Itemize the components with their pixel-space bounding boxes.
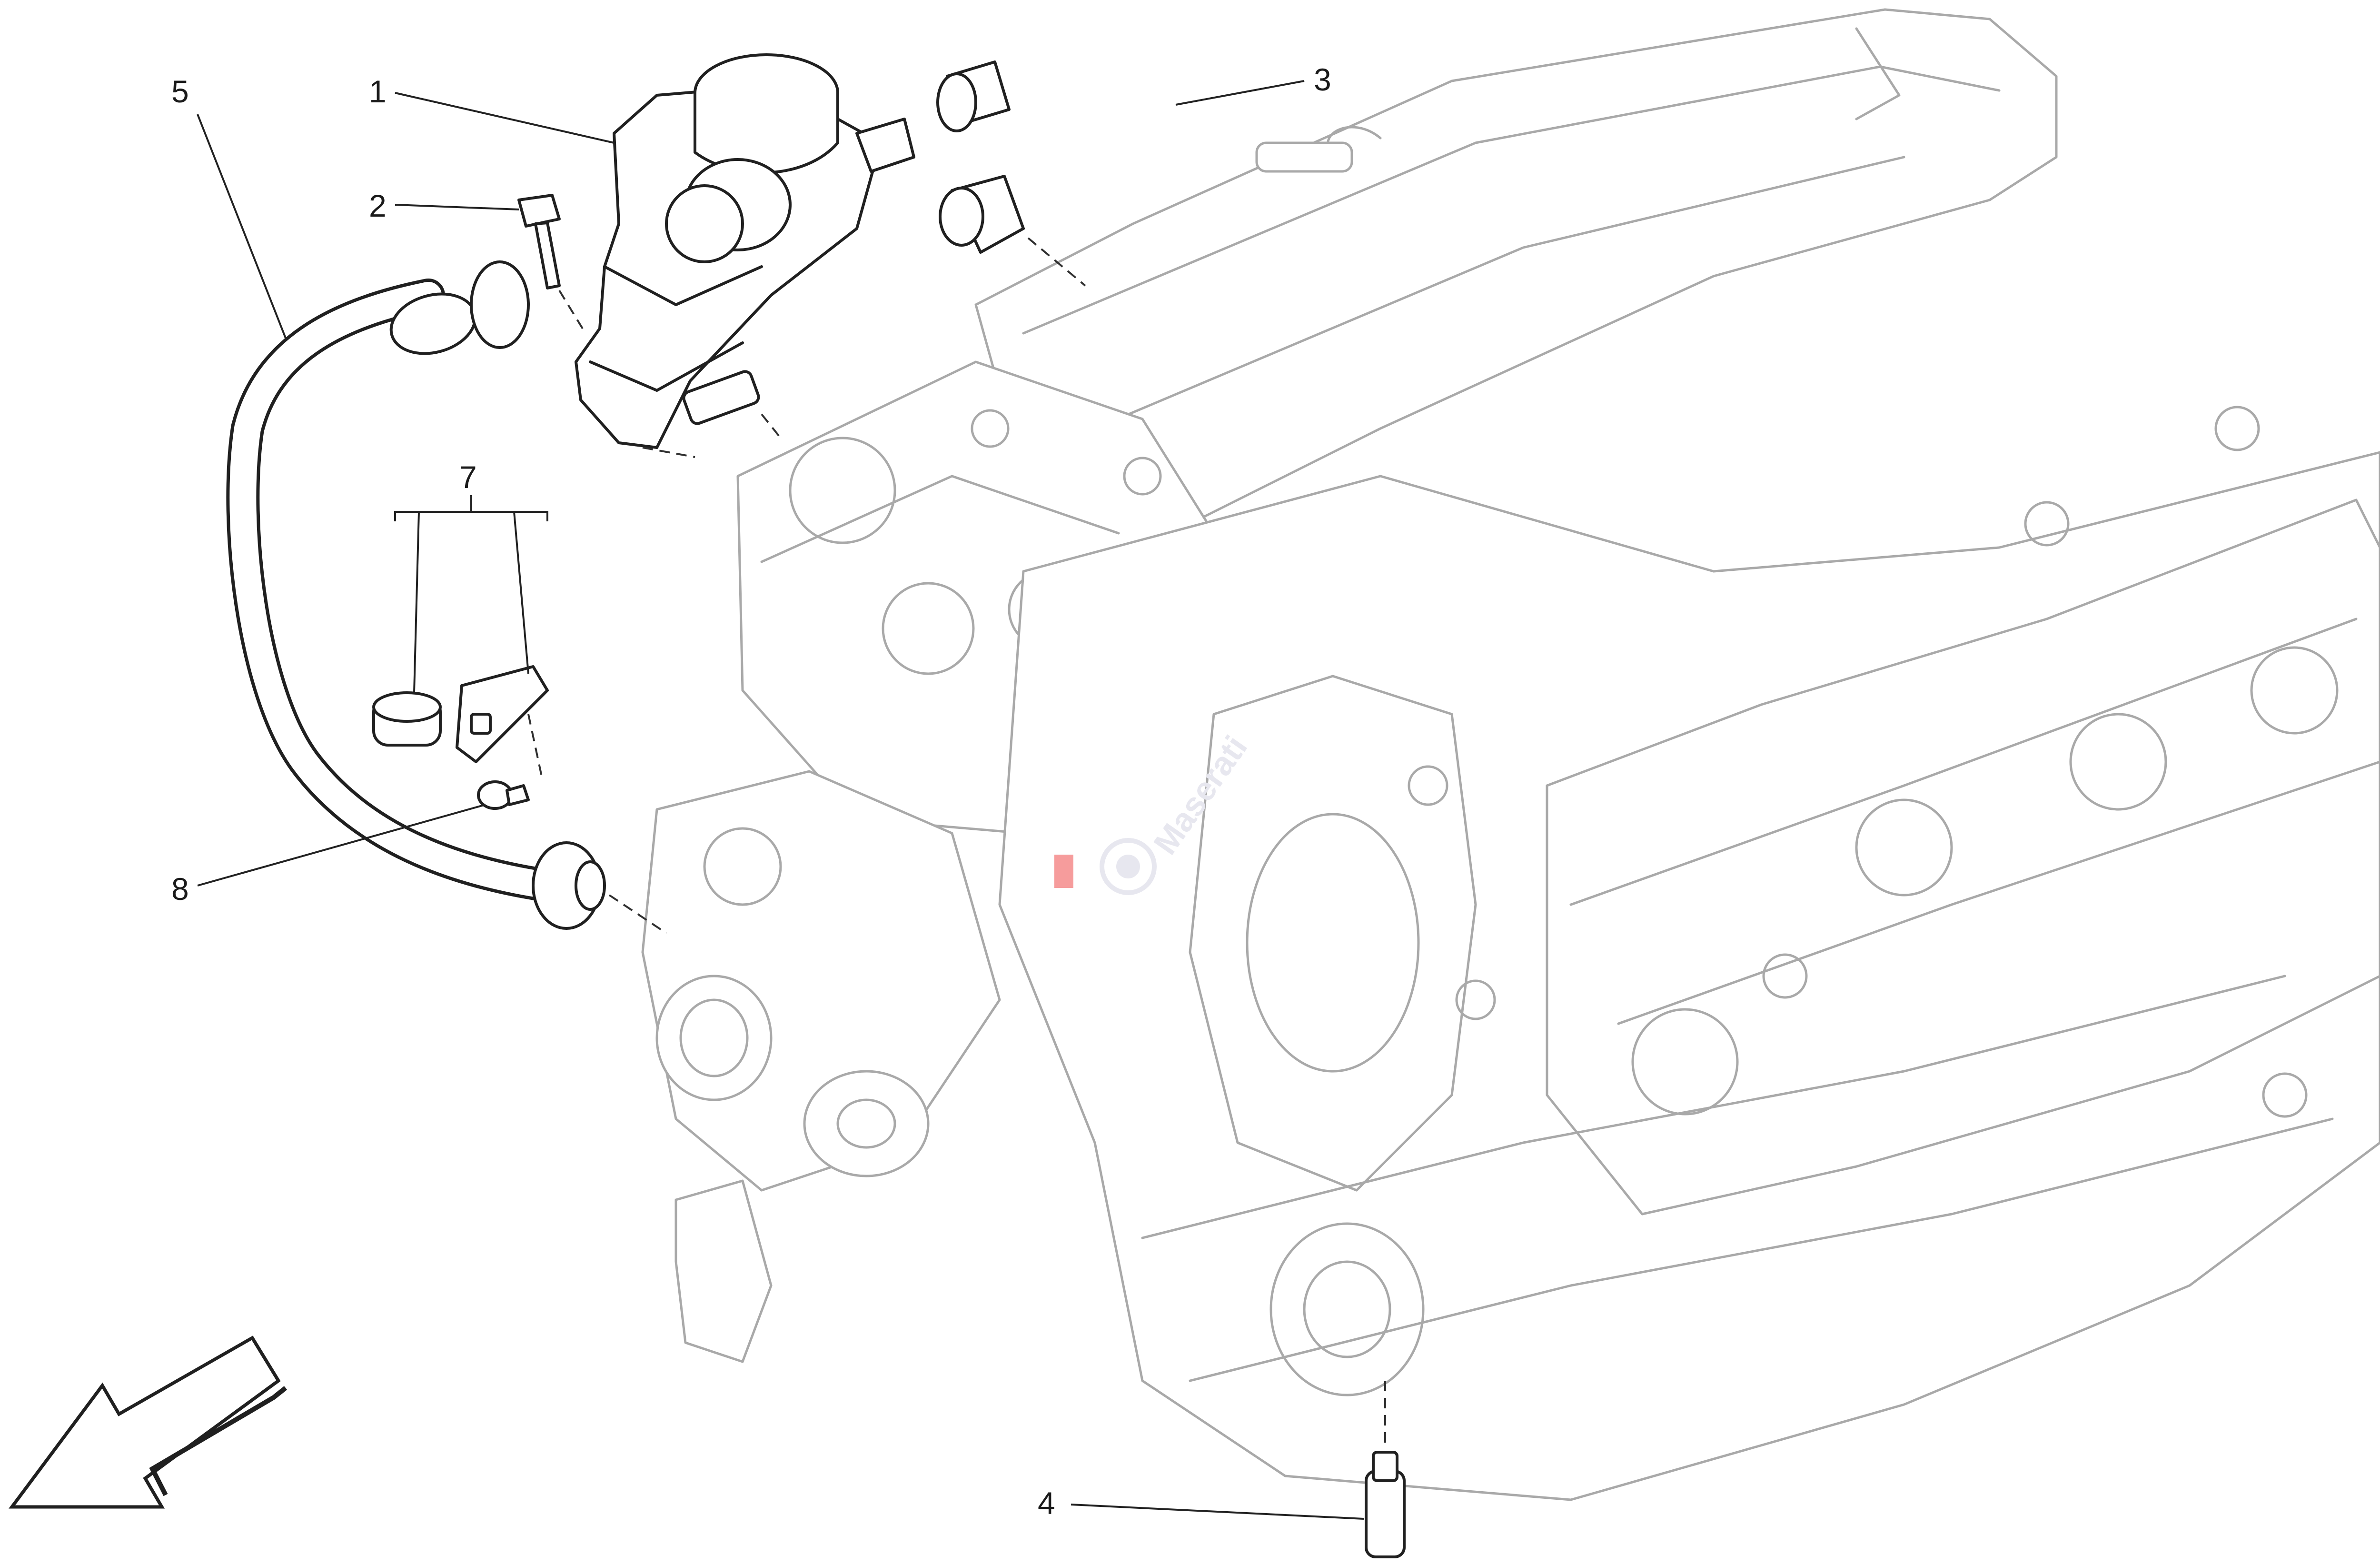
- leader-4: [1071, 1504, 1364, 1520]
- dash-part-1: [642, 447, 695, 458]
- dash-part-7: [527, 714, 544, 781]
- orientation-arrow-icon: [9, 1336, 288, 1509]
- part-3-vent-hose: [936, 60, 1181, 254]
- dash-part-5: [608, 894, 667, 934]
- leader-8: [197, 804, 486, 887]
- engine-block: [641, 8, 2380, 1501]
- callout-labels: 1 2 3 4 5 7 8: [171, 62, 1331, 1521]
- part-4-sensor: [1365, 1451, 1406, 1558]
- callout-1: 1: [369, 74, 387, 109]
- dash-part-1b: [761, 413, 782, 439]
- part-7-clamp-bracket: [372, 665, 549, 763]
- callout-5: 5: [171, 74, 189, 109]
- dash-part-3: [1027, 237, 1086, 287]
- callout-4: 4: [1038, 1485, 1055, 1521]
- leader-5: [197, 114, 287, 339]
- part-5-breather-hose: [226, 260, 606, 930]
- leader-3: [1175, 80, 1305, 106]
- leader-1: [395, 92, 615, 144]
- callout-2: 2: [369, 188, 387, 223]
- watermark-logo-icon: [1100, 838, 1157, 895]
- watermark-accent-mark: [1054, 855, 1073, 888]
- part-8-screw: [477, 780, 530, 810]
- dash-part-2: [558, 289, 586, 334]
- callout-7: 7: [459, 459, 477, 495]
- callout-3: 3: [1314, 62, 1331, 97]
- watermark-logo-center: [1116, 855, 1140, 878]
- leader-lines: [197, 80, 1364, 1520]
- leader-2: [395, 204, 519, 210]
- leader-7b: [513, 511, 529, 674]
- part-1-oil-separator: [575, 53, 915, 449]
- callout-8: 8: [171, 871, 189, 907]
- part-2-bolt: [517, 194, 561, 289]
- leader-7a: [413, 511, 420, 693]
